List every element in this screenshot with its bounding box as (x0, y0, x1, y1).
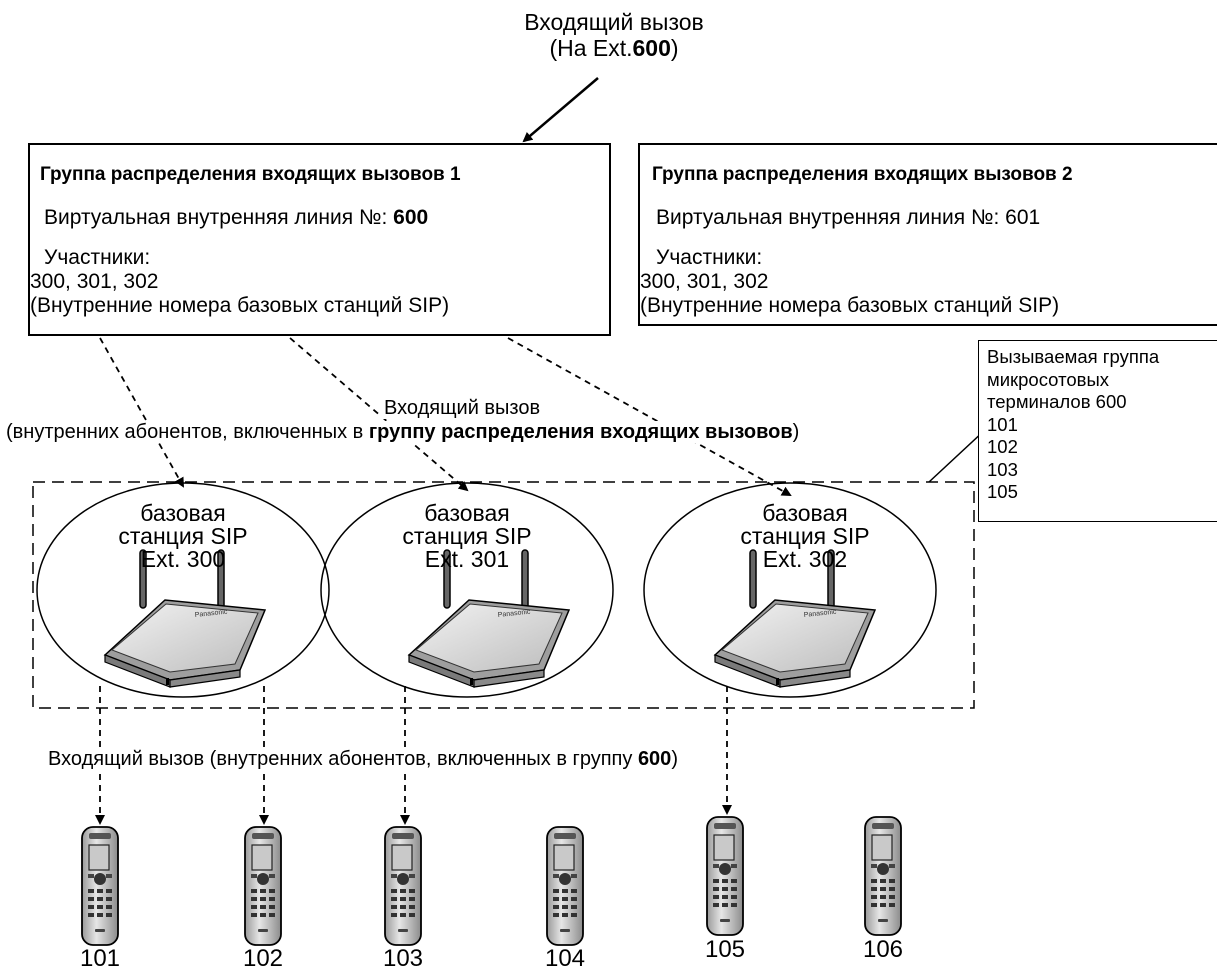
handset-icon-105 (706, 816, 744, 936)
group-2-vext: Виртуальная внутренняя линия №: 601 (656, 206, 1041, 229)
station-302-line2: станция SIP (740, 523, 870, 549)
group-2-members-label: Участники: (656, 246, 763, 269)
mid-incoming-line1: Входящий вызов (380, 397, 545, 420)
group-1-title: Группа распределения входящих вызовов 1 (40, 164, 461, 185)
station-302-line1: базовая (762, 500, 848, 526)
handset-icon-102 (244, 826, 282, 946)
group-2-box: Группа распределения входящих вызовов 2 … (638, 143, 1217, 326)
callout-line: 101 (987, 413, 1018, 435)
dashed-arrow-to-301 (289, 337, 469, 492)
brand-label-301: Panasonic (497, 609, 531, 619)
callout-box: Вызываемая группа микросотовых терминало… (978, 340, 1217, 522)
station-300-line2: станция SIP (118, 523, 248, 549)
callout-line: 103 (987, 458, 1018, 480)
dashed-arrow-to-302 (507, 337, 792, 496)
station-group-outline (32, 481, 975, 709)
group-1-box: Группа распределения входящих вызовов 1 … (28, 143, 611, 336)
station-label-302: базовая станция SIP Ext. 302 (735, 502, 875, 571)
callout-line: терминалов 600 (987, 391, 1127, 412)
handset-number-105: 105 (704, 936, 746, 963)
handset-number-103: 103 (382, 945, 424, 972)
incoming-line1: Входящий вызов (524, 9, 704, 35)
group-2-note: (Внутренние номера базовых станций SIP) (640, 294, 1060, 317)
bottom-incoming-label: Входящий вызов (внутренних абонентов, вк… (48, 748, 678, 771)
handset-number-101: 101 (79, 945, 121, 972)
handset-icon-101 (81, 826, 119, 946)
callout-line: 102 (987, 436, 1018, 457)
callout-line: 105 (987, 481, 1018, 502)
station-300-ext: Ext. 300 (140, 546, 226, 572)
callout-line: микросотовых (987, 368, 1109, 390)
mid-incoming-line2: (внутренних абонентов, включенных в груп… (6, 421, 800, 444)
brand-label-300: Panasonic (194, 609, 228, 619)
handset-icon-106 (864, 816, 902, 936)
incoming-call-label: Входящий вызов (На Ext.600) (508, 9, 720, 62)
group-1-note: (Внутренние номера базовых станций SIP) (30, 294, 450, 317)
group-1-members-label: Участники: (44, 246, 151, 269)
handset-number-106: 106 (862, 936, 904, 963)
dashed-arrow-to-300 (99, 337, 184, 488)
callout-lines: Вызываемая группа микросотовых терминало… (987, 346, 1159, 504)
station-301-line2: станция SIP (402, 523, 532, 549)
brand-label-302: Panasonic (803, 609, 837, 619)
incoming-line2: (На Ext.600) (549, 34, 679, 61)
handset-icon-104 (546, 826, 584, 946)
station-300-line1: базовая (140, 500, 226, 526)
handset-number-104: 104 (544, 945, 586, 972)
group-2-title: Группа распределения входящих вызовов 2 (652, 164, 1073, 185)
group-1-members: 300, 301, 302 (30, 270, 159, 293)
group-1-vext: Виртуальная внутренняя линия №: 600 (44, 206, 429, 229)
incoming-arrow (522, 77, 599, 143)
oval-station-301 (320, 482, 614, 698)
station-301-ext: Ext. 301 (424, 546, 510, 572)
handset-icon-103 (384, 826, 422, 946)
oval-station-302 (643, 482, 937, 698)
station-label-300: базовая станция SIP Ext. 300 (113, 502, 253, 571)
handset-number-102: 102 (242, 945, 284, 972)
station-label-301: базовая станция SIP Ext. 301 (397, 502, 537, 571)
station-301-line1: базовая (424, 500, 510, 526)
callout-pointer (928, 428, 986, 483)
group-2-members: 300, 301, 302 (640, 270, 769, 293)
oval-station-300 (36, 482, 330, 698)
callout-line: Вызываемая группа (987, 346, 1160, 367)
station-302-ext: Ext. 302 (762, 546, 848, 572)
